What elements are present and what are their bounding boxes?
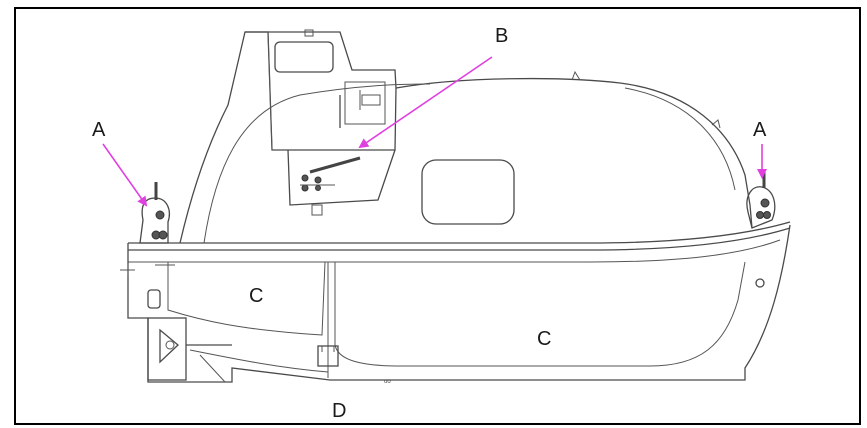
label-a-right: A xyxy=(753,119,767,141)
label-c-left: C xyxy=(249,285,263,307)
arrow-a-left xyxy=(102,143,148,207)
label-d: D xyxy=(332,400,346,422)
svg-text:oo: oo xyxy=(384,379,391,385)
hull: oo xyxy=(120,221,791,385)
label-b: B xyxy=(495,25,508,47)
forward-hook xyxy=(746,170,776,229)
label-c-right: C xyxy=(537,328,551,350)
aft-hook xyxy=(139,182,170,244)
diagram-frame xyxy=(14,7,861,425)
canopy xyxy=(179,29,753,244)
arrow-b xyxy=(358,56,493,149)
label-a-left: A xyxy=(92,119,106,141)
